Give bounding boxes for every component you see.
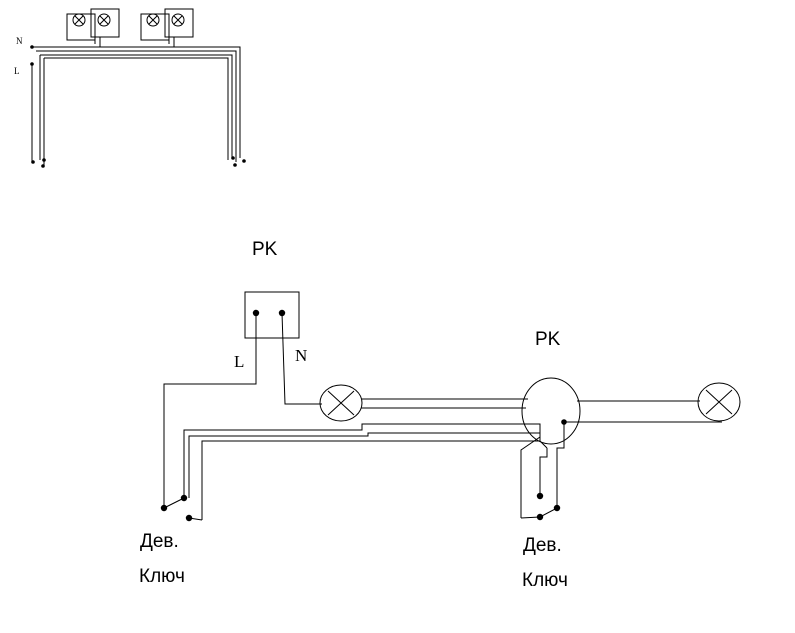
wire-switch-left-3 (201, 440, 548, 520)
wire-n-label: N (295, 346, 307, 365)
switch-left-lever (163, 497, 203, 521)
junction-box-label-right: PK (535, 329, 561, 350)
wire-switch-right-3 (556, 422, 565, 508)
small-lamp-box-2 (90, 8, 120, 38)
small-wire-c (44, 57, 229, 160)
lamp-icon (97, 13, 111, 27)
main-wiring-diagram: PK PK L N Дев. Ключ Дев. Ключ (139, 239, 741, 591)
small-lamp-box-4 (164, 8, 194, 38)
switch-left-label-line1: Дев. (140, 531, 179, 552)
switch-right-terminal-a (536, 492, 544, 500)
small-lamp-drops (94, 37, 175, 47)
small-left-drops (39, 55, 45, 166)
wire-switch-right-1 (520, 436, 541, 518)
socket-box (244, 291, 300, 339)
switch-right-label-line2: Ключ (522, 570, 568, 591)
small-terminals (30, 45, 246, 168)
switch-right-label-line1: Дев. (523, 535, 562, 556)
wire-l (163, 313, 257, 508)
wire-switch-left-2 (188, 432, 541, 498)
small-wire-b (40, 54, 233, 158)
lamp-icon (171, 13, 185, 27)
wire-l-label: L (234, 352, 244, 371)
lamp-icon (319, 384, 363, 422)
junction-box-label-left: PK (252, 239, 278, 260)
small-n-label: N (16, 36, 23, 46)
wire-switch-left-1 (183, 423, 541, 498)
lamp-icon (697, 382, 741, 422)
small-l-label: L (14, 66, 20, 76)
wire-n-to-lamp1 (281, 312, 322, 405)
wire-switch-right-2 (539, 448, 548, 494)
switch-right-lever (520, 507, 558, 519)
small-wire-a (36, 50, 237, 162)
junction-box-right (521, 377, 581, 445)
small-wire-n (32, 46, 241, 158)
lamp-icon (72, 13, 86, 27)
lamp-icon (146, 13, 160, 27)
switch-left-label-line2: Ключ (139, 566, 185, 587)
small-wiring-diagram: N L (14, 8, 246, 168)
